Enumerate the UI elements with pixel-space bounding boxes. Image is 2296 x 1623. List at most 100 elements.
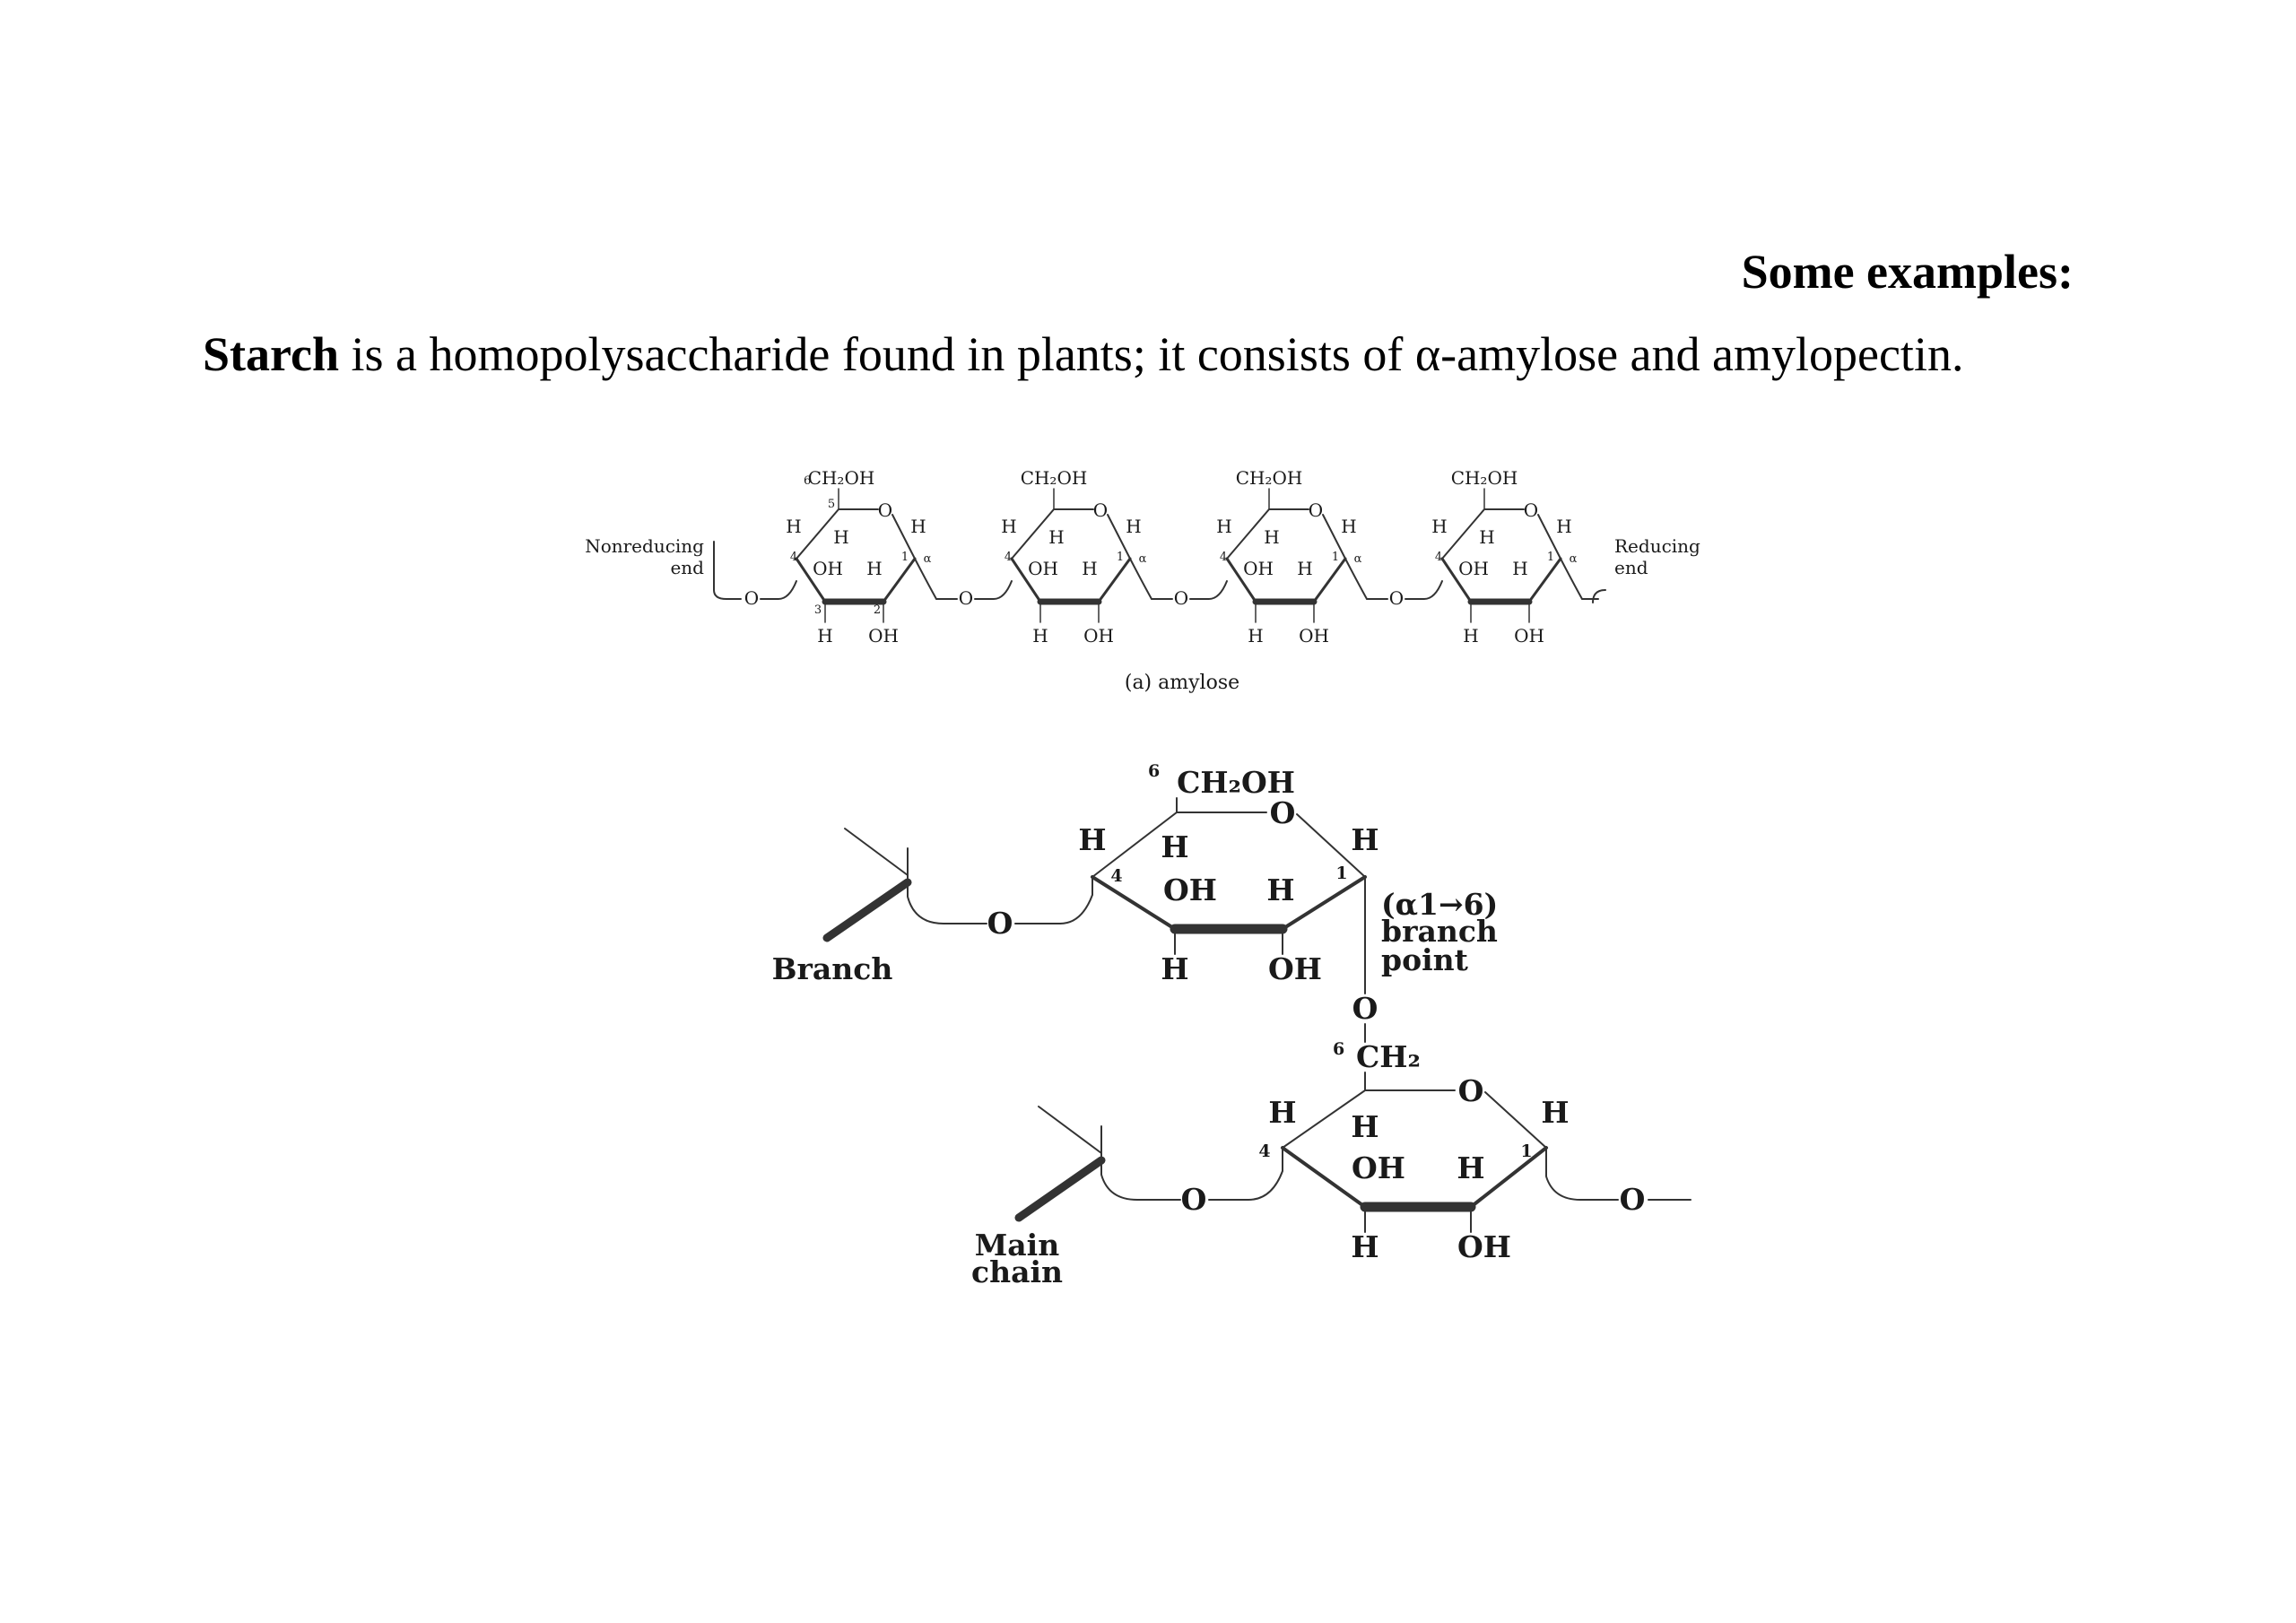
nonreducing-end-label-line1: Nonreducing bbox=[585, 535, 704, 557]
branch-ring-c3-oh-up: OH bbox=[1163, 872, 1217, 907]
branch-ring-top-right-bond bbox=[1296, 813, 1366, 878]
ring-3-left-front-bond bbox=[1225, 557, 1257, 603]
ring-1-c1-number: 1 bbox=[901, 551, 909, 564]
main-link-bond bbox=[1208, 1147, 1283, 1201]
branch-ring-c1-h: H bbox=[1351, 822, 1378, 857]
glycosidic-bond-right-2 bbox=[1129, 558, 1173, 600]
ring-4-c3-h-down: H bbox=[1463, 625, 1478, 647]
main-ring-ch2-label: CH₂ bbox=[1356, 1039, 1421, 1074]
ring-3-c2-h-up: H bbox=[1297, 558, 1312, 579]
intro-paragraph: Starch is a homopolysaccharide found in … bbox=[203, 326, 1963, 382]
ring-2-c1-number: 1 bbox=[1117, 551, 1124, 564]
main-ring-oxygen: O bbox=[1458, 1073, 1484, 1108]
chain-end-bond bbox=[1592, 589, 1606, 603]
glycosidic-bond-left-3 bbox=[1189, 580, 1228, 600]
ring-1-ch2oh-label: CH₂OH bbox=[808, 467, 875, 489]
main-ring-c4-number: 4 bbox=[1258, 1141, 1270, 1161]
main-ring-top-right-bond bbox=[1484, 1091, 1547, 1149]
ring-1-c6-number: 6 bbox=[804, 474, 811, 488]
ring-4-c5-h: H bbox=[1479, 526, 1494, 548]
chain-end-link bbox=[1560, 558, 1599, 600]
ring-1-left-front-bond bbox=[795, 557, 827, 603]
main-ring-c4-h: H bbox=[1268, 1095, 1296, 1130]
ring-4-c4-number: 4 bbox=[1435, 551, 1442, 564]
ring-2-c5-h: H bbox=[1048, 526, 1064, 548]
ring-2-c2-h-up: H bbox=[1082, 558, 1097, 579]
ring-3-c4-number: 4 bbox=[1220, 551, 1227, 564]
main-ring-c2-h-up: H bbox=[1457, 1150, 1484, 1185]
branch-ring-right-front-bond bbox=[1281, 875, 1367, 931]
branch-ring-c5-h: H bbox=[1161, 829, 1188, 864]
ring-4-c1-number: 1 bbox=[1547, 551, 1554, 564]
main-ring-left-front-bond bbox=[1281, 1146, 1367, 1209]
ring-3-c2-oh-down: OH bbox=[1299, 625, 1329, 647]
main-chain-right-bond bbox=[1545, 1147, 1619, 1201]
ring-1-c1-h-up: H bbox=[910, 516, 926, 537]
branch-point-label-line2: branch bbox=[1381, 914, 1498, 949]
chain-start-bond bbox=[713, 541, 742, 600]
branch-point-oxygen: O bbox=[1352, 991, 1378, 1026]
ring-2-right-front-bond bbox=[1097, 557, 1132, 603]
ring-1-c5-number: 5 bbox=[828, 498, 835, 511]
ring-1-c3-oh-up: OH bbox=[813, 558, 843, 579]
ring-4-ch2oh-label: CH₂OH bbox=[1451, 467, 1518, 489]
glycosidic-bond-right-1 bbox=[914, 558, 958, 600]
main-ring-c2-oh-down: OH bbox=[1457, 1229, 1511, 1264]
reducing-end-label-line1: Reducing bbox=[1614, 535, 1700, 557]
ring-4-c3-oh-up: OH bbox=[1458, 558, 1489, 579]
ring-1-c2-oh-down: OH bbox=[868, 625, 899, 647]
glycosidic-oxygen-3: O bbox=[1174, 587, 1188, 609]
main-ring-c1-number: 1 bbox=[1520, 1141, 1532, 1161]
ring-4-c4-h-up: H bbox=[1431, 516, 1447, 537]
ring-4-ring-oxygen: O bbox=[1524, 499, 1538, 521]
ring-2-c4-h-up: H bbox=[1001, 516, 1016, 537]
ring-2-c3-oh-up: OH bbox=[1028, 558, 1058, 579]
branch-ring-c2-oh-down: OH bbox=[1268, 951, 1322, 986]
ring-2-alpha-label: α bbox=[1139, 552, 1147, 566]
branch-link-oxygen: O bbox=[987, 906, 1013, 941]
ring-2-c4-number: 4 bbox=[1004, 551, 1012, 564]
ring-1-right-front-bond bbox=[882, 557, 917, 603]
branch-stub-bond-bold bbox=[822, 878, 912, 942]
ring-3-c1-number: 1 bbox=[1332, 551, 1339, 564]
branch-ring-ch2oh-label: CH₂OH bbox=[1177, 765, 1295, 800]
main-ring-c5-h: H bbox=[1351, 1109, 1378, 1144]
branch-link-bond bbox=[1014, 876, 1093, 924]
ring-1-c3-h-down: H bbox=[817, 625, 832, 647]
ring-3-top-right-bond bbox=[1322, 514, 1346, 560]
ring-3-ring-oxygen: O bbox=[1309, 499, 1323, 521]
ring-3-c3-h-down: H bbox=[1248, 625, 1263, 647]
branch-ring-c6-number: 6 bbox=[1148, 761, 1160, 781]
ring-3-ch2oh-label: CH₂OH bbox=[1236, 467, 1303, 489]
glycosidic-oxygen-2: O bbox=[959, 587, 973, 609]
ring-1-c3-number: 3 bbox=[814, 603, 822, 617]
ring-1-top-right-bond bbox=[891, 514, 916, 560]
ring-1-c5-h: H bbox=[833, 526, 848, 548]
nonreducing-end-label-line2: end bbox=[670, 557, 704, 578]
ring-1-c4-number: 4 bbox=[790, 551, 797, 564]
main-ring-c6-number: 6 bbox=[1333, 1039, 1344, 1059]
branch-ring-c1-number: 1 bbox=[1335, 864, 1347, 883]
ring-4-c2-oh-down: OH bbox=[1514, 625, 1544, 647]
ring-2-c1-h-up: H bbox=[1126, 516, 1141, 537]
ring-4-alpha-label: α bbox=[1570, 552, 1578, 566]
ring-2-ch2oh-label: CH₂OH bbox=[1021, 467, 1088, 489]
branch-ring-oxygen: O bbox=[1270, 795, 1296, 830]
amylose-caption: (a) amylose bbox=[1125, 672, 1239, 694]
ring-3-c1-h-up: H bbox=[1341, 516, 1356, 537]
glycosidic-bond-left-2 bbox=[974, 580, 1013, 600]
glycosidic-oxygen-1: O bbox=[744, 587, 759, 609]
ring-3-c4-h-up: H bbox=[1216, 516, 1231, 537]
branch-ring-c4-h: H bbox=[1078, 822, 1106, 857]
ring-4-left-front-bond bbox=[1440, 557, 1473, 603]
ring-3-alpha-label: α bbox=[1354, 552, 1362, 566]
main-stub-bond-bold bbox=[1014, 1156, 1106, 1222]
branch-ring-c4-number: 4 bbox=[1110, 866, 1122, 886]
branch-point-label-line3: point bbox=[1381, 942, 1469, 977]
main-ring-c3-oh-up: OH bbox=[1352, 1150, 1405, 1185]
ring-3-c5-h: H bbox=[1264, 526, 1279, 548]
starch-term: Starch bbox=[203, 327, 340, 381]
branch-stub-bond-upper bbox=[844, 828, 909, 876]
branch-stub-link bbox=[907, 847, 987, 924]
